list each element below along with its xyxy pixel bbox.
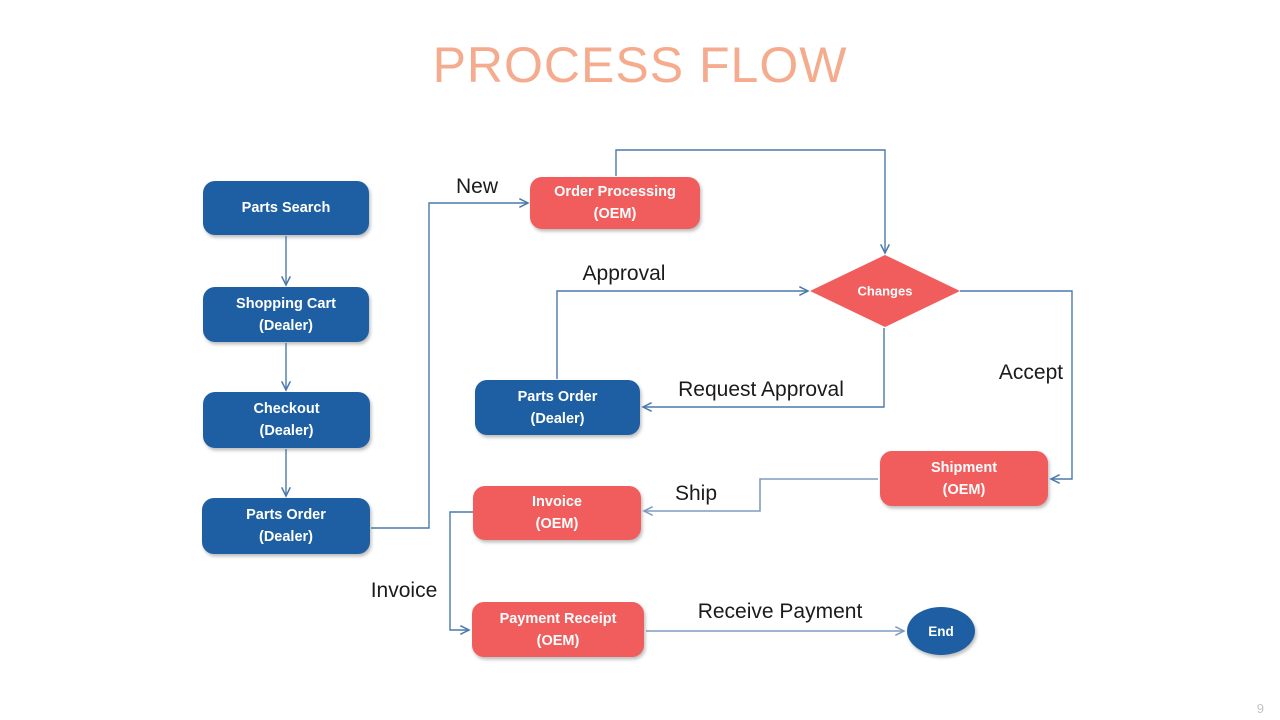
node-label: Checkout: [253, 401, 320, 417]
node-label: Invoice: [532, 494, 582, 510]
node-sublabel: (Dealer): [259, 423, 314, 439]
node-label: Shipment: [930, 459, 998, 476]
connector-accept: [960, 290, 1073, 485]
node-label: Payment Receipt: [499, 610, 617, 627]
edge-label-new: New: [455, 175, 499, 198]
node-parts-order-dealer: Parts Order (Dealer): [202, 498, 370, 554]
node-sublabel: (OEM): [535, 516, 579, 532]
node-label: Shopping Cart: [236, 295, 336, 312]
node-label: Parts Search: [241, 200, 331, 216]
node-sublabel: (OEM): [942, 481, 986, 498]
connector-approval: [556, 285, 810, 379]
node-checkout: Checkout (Dealer): [203, 392, 370, 448]
node-parts-search: Parts Search: [203, 181, 369, 235]
edge-label-ship: Ship: [674, 482, 718, 505]
node-parts-order-dealer-mid: Parts Order (Dealer): [475, 380, 640, 435]
changes-decision-diamond: [810, 255, 960, 327]
node-sublabel: (Dealer): [259, 529, 313, 545]
edge-label-invoice: Invoice: [370, 579, 438, 602]
page-title: PROCESS FLOW: [432, 37, 848, 93]
node-sublabel: (Dealer): [530, 410, 585, 427]
node-label: End: [928, 623, 954, 639]
node-sublabel: (OEM): [536, 632, 580, 649]
edge-label-approval: Approval: [582, 262, 666, 285]
node-order-processing-oem: Order Processing (OEM): [530, 177, 700, 229]
node-payment-receipt-oem: Payment Receipt (OEM): [472, 602, 644, 657]
node-shipment-oem: Shipment (OEM): [880, 451, 1048, 506]
connector-invoice: [449, 511, 473, 636]
node-sublabel: (Dealer): [259, 317, 313, 334]
node-sublabel: (OEM): [593, 206, 637, 222]
connector-request-approval: [641, 328, 885, 413]
node-shopping-cart: Shopping Cart (Dealer): [203, 287, 369, 342]
node-label: Order Processing: [554, 184, 676, 200]
edge-label-receive-payment: Receive Payment: [697, 600, 863, 623]
node-label: Parts Order: [246, 507, 326, 523]
page-number: 9: [1256, 701, 1264, 716]
node-end: End: [907, 607, 975, 655]
connector-order-processing-to-changes: [615, 149, 891, 255]
changes-decision-label: Changes: [857, 283, 913, 299]
connector-new-order: [371, 197, 530, 529]
node-invoice-oem: Invoice (OEM): [473, 486, 641, 540]
connector-ship: [642, 478, 878, 517]
edge-label-accept: Accept: [998, 361, 1064, 384]
edge-label-request-approval: Request Approval: [678, 378, 844, 401]
node-label: Parts Order: [517, 388, 598, 405]
